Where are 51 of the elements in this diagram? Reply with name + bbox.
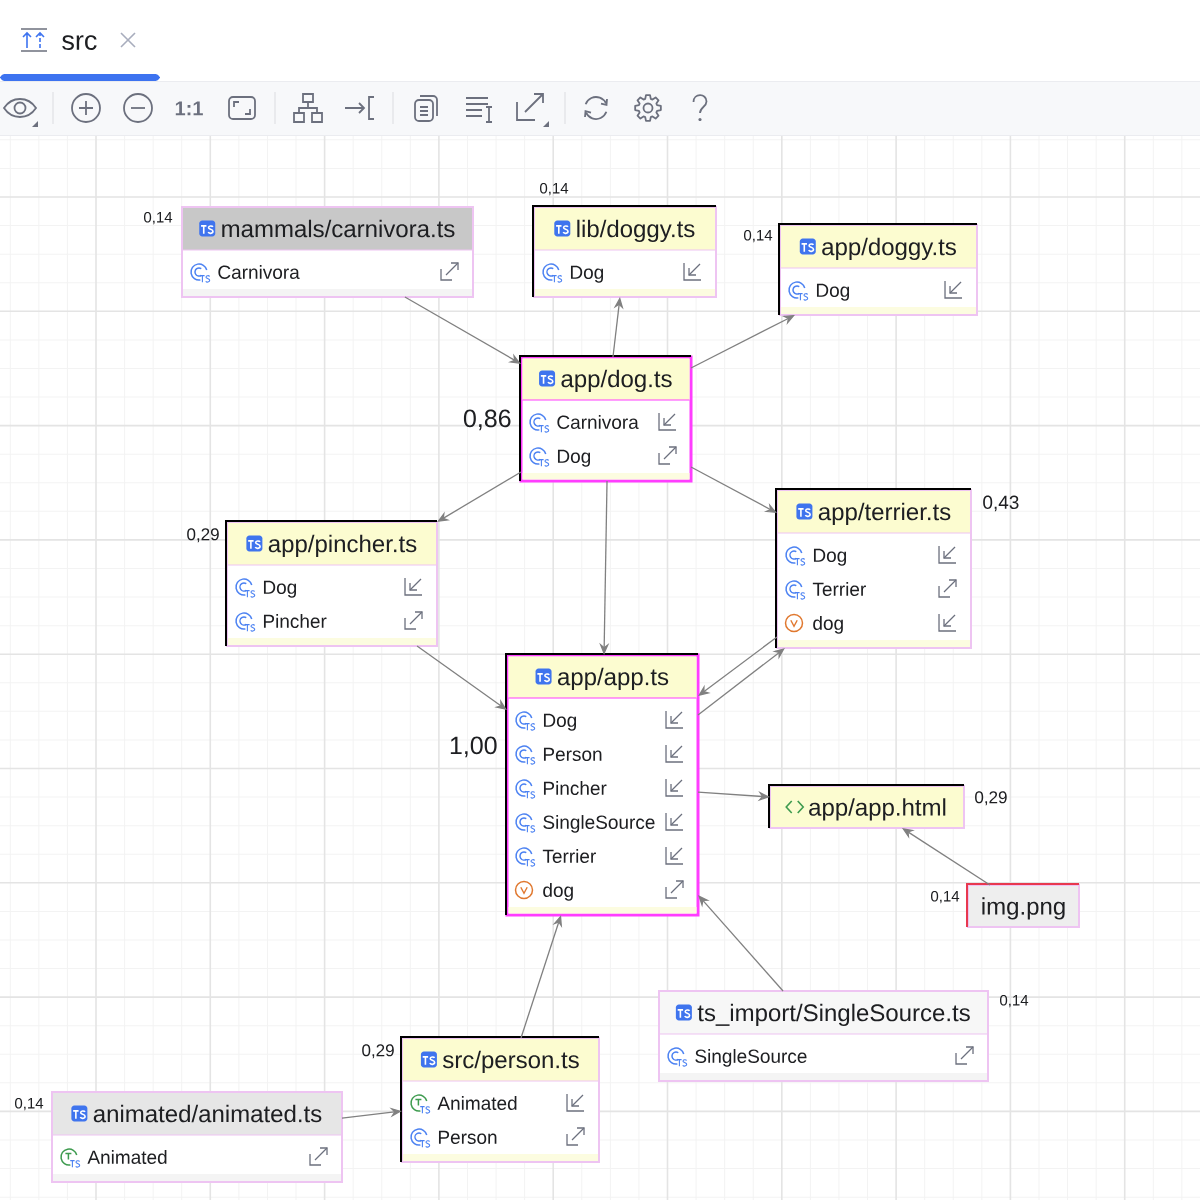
member-name: Person xyxy=(543,747,602,761)
member-name: Dog xyxy=(263,580,297,598)
score-label: 0,14 xyxy=(15,1097,44,1111)
file-name: img.png xyxy=(982,897,1065,920)
member-name: dog xyxy=(543,883,573,901)
file-name: app/dog.ts xyxy=(561,369,672,393)
member-name: SingleSource xyxy=(695,1049,807,1067)
member-name: Terrier xyxy=(542,849,596,863)
member-name: Person xyxy=(438,1130,497,1144)
member-name: Dog xyxy=(557,449,591,467)
score-label: 0,14 xyxy=(144,211,173,225)
score-label: 0,14 xyxy=(744,229,773,243)
actual-size-label: 1:1 xyxy=(175,101,203,116)
score-label: 0,14 xyxy=(931,890,960,904)
file-name: app/pincher.ts xyxy=(268,534,417,558)
arrow xyxy=(437,471,522,522)
member-name: Carnivora xyxy=(557,415,639,429)
file-name: app/doggy.ts xyxy=(822,237,956,261)
member-name: Pincher xyxy=(543,781,607,795)
score-label: 0,29 xyxy=(362,1044,394,1059)
arrow xyxy=(697,648,785,716)
member-name: Pincher xyxy=(263,614,327,628)
file-name: app/app.html xyxy=(809,798,946,821)
file-name: src/person.ts xyxy=(442,1050,579,1074)
member-name: Carnivora xyxy=(218,265,300,279)
member-name: Animated xyxy=(437,1096,517,1110)
member-name: Dog xyxy=(814,548,847,566)
file-name: mammals/carnivora.ts xyxy=(222,219,455,238)
member-name: Terrier xyxy=(812,582,866,596)
file-name: app/terrier.ts xyxy=(818,502,951,526)
file-name: lib/doggy.ts xyxy=(577,219,695,243)
score-label: 0,14 xyxy=(1000,994,1029,1008)
arrow xyxy=(404,296,521,364)
score-label: 0,14 xyxy=(540,182,569,196)
score-label: 1,00 xyxy=(450,736,497,758)
score-label: 0,43 xyxy=(983,495,1019,512)
file-name: app/app.ts xyxy=(557,667,669,691)
score-label: 0,29 xyxy=(187,528,219,543)
score-label: 0,29 xyxy=(975,791,1007,806)
file-name: ts_import/SingleSource.ts xyxy=(697,1003,970,1027)
arrow xyxy=(690,315,795,369)
member-name: Animated xyxy=(87,1150,167,1164)
file-name: animated/animated.ts xyxy=(93,1104,322,1123)
member-name: Dog xyxy=(543,713,577,731)
score-label: 0,86 xyxy=(463,409,511,431)
member-name: SingleSource xyxy=(543,815,655,833)
member-name: Dog xyxy=(570,265,604,283)
tab-title: src xyxy=(62,35,97,50)
member-name: dog xyxy=(813,616,843,634)
member-name: Dog xyxy=(817,283,850,301)
arrow xyxy=(698,895,784,992)
